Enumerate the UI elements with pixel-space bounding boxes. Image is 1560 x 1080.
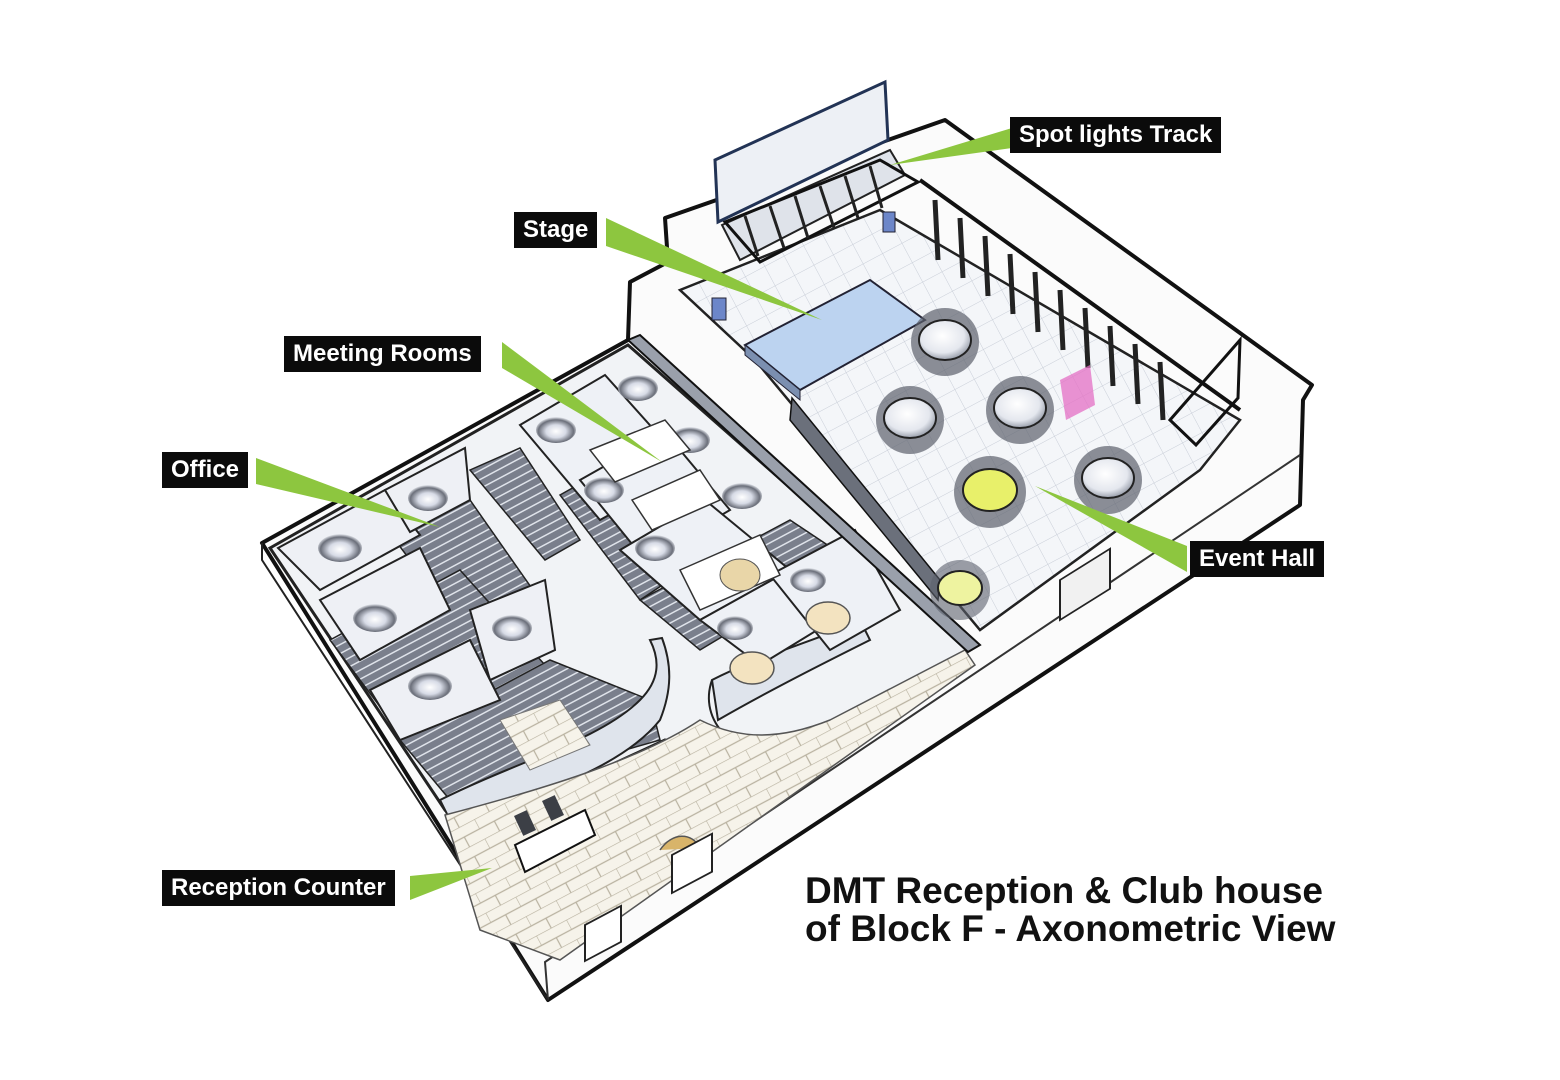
banquet-tables bbox=[876, 308, 1142, 620]
stage bbox=[713, 79, 927, 402]
spotlights-track bbox=[711, 158, 922, 321]
event-hall-glazing bbox=[918, 178, 1242, 448]
label-office: Office bbox=[162, 452, 249, 488]
banquet-table bbox=[986, 376, 1054, 444]
banquet-table bbox=[954, 456, 1026, 528]
label-spotlights-track: Spot lights Track bbox=[1010, 117, 1222, 153]
diagram-caption: DMT Reception & Club house of Block F - … bbox=[805, 872, 1335, 948]
label-meeting-rooms: Meeting Rooms bbox=[284, 336, 481, 372]
leader-stage bbox=[606, 218, 822, 320]
reception-floor bbox=[444, 649, 977, 961]
banquet-table bbox=[930, 560, 990, 620]
label-event-hall: Event Hall bbox=[1190, 541, 1325, 577]
leader-event-hall bbox=[1035, 486, 1187, 572]
entrance-doors bbox=[584, 547, 1111, 963]
dividing-wall bbox=[626, 333, 982, 654]
leader-reception-counter bbox=[410, 868, 492, 900]
banquet-table bbox=[1074, 446, 1142, 514]
leader-spotlights bbox=[890, 128, 1012, 165]
label-stage: Stage bbox=[514, 212, 598, 248]
label-reception-counter: Reception Counter bbox=[162, 870, 395, 906]
banquet-table bbox=[911, 308, 979, 376]
leader-office bbox=[256, 458, 440, 527]
meeting-rooms bbox=[518, 373, 902, 685]
caption-line-2: of Block F - Axonometric View bbox=[805, 908, 1336, 949]
banquet-table bbox=[876, 386, 944, 454]
leader-lines bbox=[256, 128, 1187, 900]
caption-line-1: DMT Reception & Club house bbox=[805, 870, 1323, 911]
leader-meeting-rooms bbox=[502, 342, 662, 462]
